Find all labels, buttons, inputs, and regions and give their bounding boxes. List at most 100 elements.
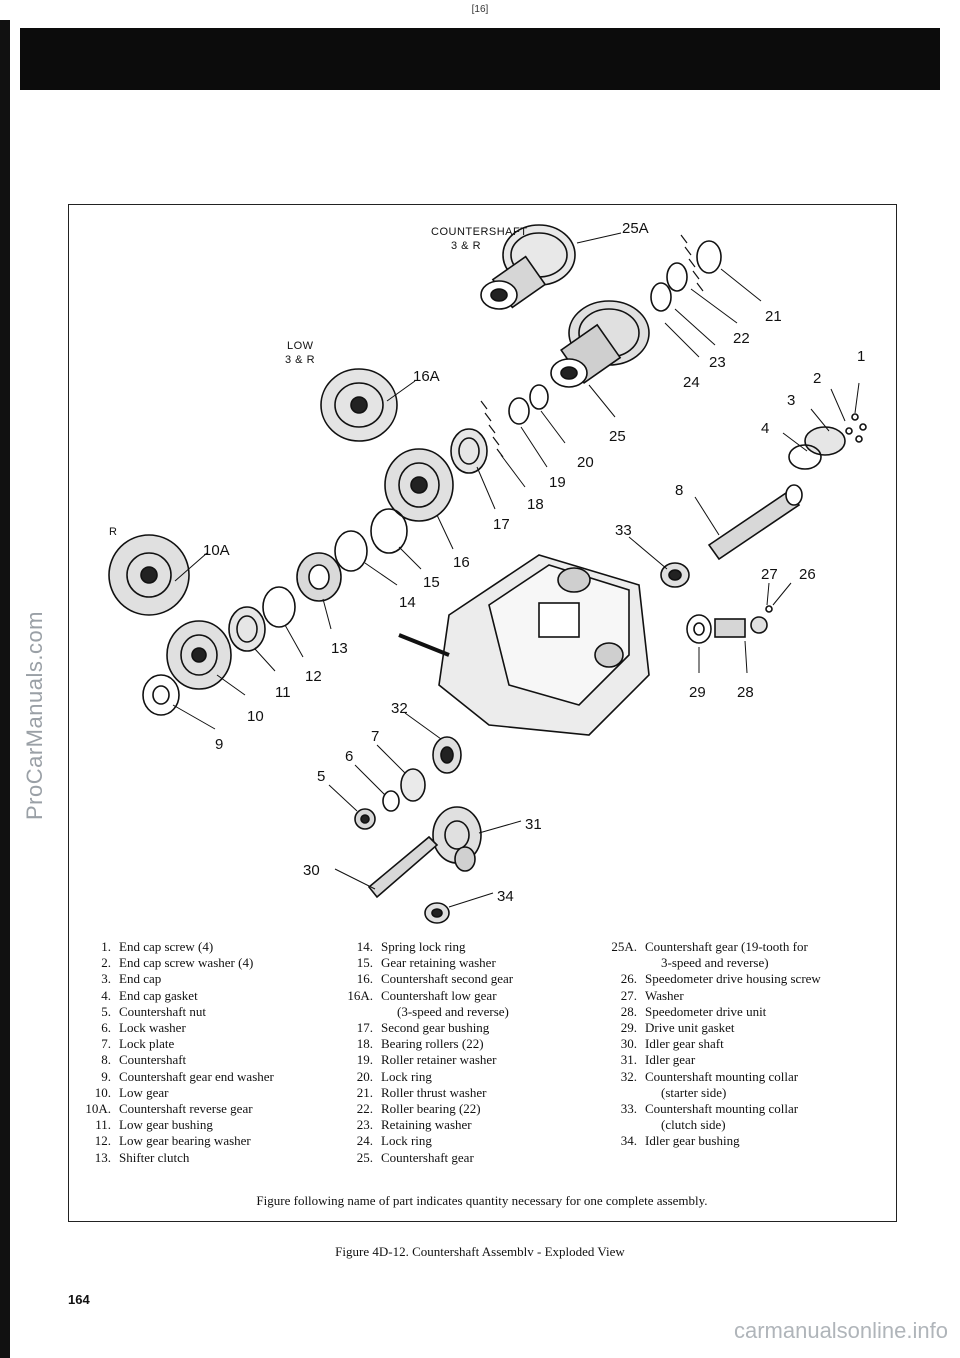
legend-item: 11.Low gear bushing xyxy=(79,1117,349,1133)
legend-item-text: End cap screw (4) xyxy=(119,939,214,954)
legend-item-text: Second gear bushing xyxy=(381,1020,490,1036)
gear-25-drawing xyxy=(550,300,650,388)
idler-gear-drawing xyxy=(432,806,482,872)
legend-item-continuation: (starter side) xyxy=(661,1084,727,1100)
callout-28: 28 xyxy=(737,684,754,701)
legend-item-number: 15. xyxy=(356,955,373,971)
callout-22: 22 xyxy=(733,330,750,347)
legend-item-number: 31. xyxy=(620,1052,637,1068)
low-group-sublabel: 3 & R xyxy=(285,354,315,366)
legend-item-number: 21. xyxy=(356,1084,373,1100)
legend-item: 20.Lock ring xyxy=(341,1069,611,1085)
legend-item: 27.Washer xyxy=(605,988,905,1004)
legend-item: 33. Countershaft mounting collar xyxy=(605,1101,905,1117)
legend-item: 7.Lock plate xyxy=(79,1036,349,1052)
legend-item-text: Countershaft gear end washer xyxy=(119,1068,274,1084)
page-tag: [16] xyxy=(471,4,489,15)
legend-item-text: Countershaft mounting collar xyxy=(645,1068,799,1084)
legend-item-number: 5. xyxy=(101,1003,111,1019)
callout-16: 16 xyxy=(453,554,470,571)
legend-item-number: 25A. xyxy=(611,939,637,954)
legend-item-text: End cap screw washer (4) xyxy=(119,955,254,971)
legend-item: 29.Drive unit gasket xyxy=(605,1020,905,1036)
legend-item-text: Low gear xyxy=(119,1084,169,1100)
legend-item-text: Countershaft second gear xyxy=(381,971,514,987)
legend-item: 1. End cap screw (4) xyxy=(79,939,349,955)
callout-23: 23 xyxy=(709,354,726,371)
legend-item-continuation: (clutch side) xyxy=(661,1117,726,1133)
legend-item: 8.Countershaft xyxy=(79,1052,349,1068)
shifter-clutch-drawing xyxy=(296,552,342,602)
legend-item: 10A.Countershaft reverse gear xyxy=(79,1101,349,1117)
legend-item: 18.Bearing rollers (22) xyxy=(341,1036,611,1052)
callout-6: 6 xyxy=(345,748,353,765)
callout-15: 15 xyxy=(423,574,440,591)
callout-26: 26 xyxy=(799,566,816,583)
callout-20: 20 xyxy=(577,454,594,471)
legend-item: 24.Lock ring xyxy=(341,1133,611,1149)
gear-16-drawing xyxy=(384,448,454,522)
legend-item-text: Idler gear shaft xyxy=(645,1036,724,1052)
r-group-label: R xyxy=(109,526,117,538)
legend-item-text: Shifter clutch xyxy=(119,1149,190,1165)
bottom-watermark: carmanualsonline.info xyxy=(733,1318,948,1343)
legend-item-number: 33. xyxy=(620,1101,637,1117)
callout-14: 14 xyxy=(399,594,416,611)
callout-2: 2 xyxy=(813,370,821,387)
callout-10: 10 xyxy=(247,708,264,725)
gear-10a-drawing xyxy=(108,534,190,616)
legend-item: 21.Roller thrust washer xyxy=(341,1085,611,1101)
legend-item-number: 17. xyxy=(356,1020,373,1036)
callout-24: 24 xyxy=(683,374,700,391)
legend-item-text: Idler gear xyxy=(645,1052,696,1068)
legend-item-number: 11. xyxy=(95,1117,111,1133)
callout-11: 11 xyxy=(275,684,291,701)
legend-item-number: 32. xyxy=(620,1068,637,1084)
legend-item: 15.Gear retaining washer xyxy=(341,955,611,971)
legend-item-number: 1. xyxy=(101,939,111,954)
legend-item: 2. End cap screw washer (4) xyxy=(79,955,349,971)
legend-item-text: Countershaft nut xyxy=(119,1003,207,1019)
left-edge-rule xyxy=(0,20,10,1358)
legend-item-number: 24. xyxy=(356,1133,373,1149)
callout-21: 21 xyxy=(765,308,782,325)
legend-item-number: 2. xyxy=(101,955,111,971)
callout-4: 4 xyxy=(761,420,769,437)
legend-item: 16. Countershaft second gear xyxy=(341,971,611,987)
legend-item-text: Roller bearing (22) xyxy=(381,1101,481,1117)
legend-item-text: Countershaft xyxy=(119,1052,187,1068)
legend-item: 13.Shifter clutch xyxy=(79,1150,349,1166)
legend-item-number: 25. xyxy=(356,1149,373,1165)
left-watermark: ProCarManuals.com xyxy=(22,610,47,820)
legend-item-text: Countershaft reverse gear xyxy=(119,1101,253,1117)
callout-27: 27 xyxy=(761,566,778,583)
legend-item: 17. Second gear bushing xyxy=(341,1020,611,1036)
legend-item-text: Drive unit gasket xyxy=(645,1020,735,1036)
legend-item-number: 16. xyxy=(356,971,373,987)
legend-item-text: Countershaft mounting collar xyxy=(645,1101,799,1117)
low-group-label: LOW xyxy=(287,340,314,352)
legend-item-text: Lock ring xyxy=(381,1068,432,1084)
transmission-case-drawing xyxy=(438,554,650,736)
legend-item: 25A.Countershaft gear (19-tooth for xyxy=(605,939,905,955)
legend-item: 31. Idler gear xyxy=(605,1052,905,1068)
callout-34: 34 xyxy=(497,888,514,905)
exploded-view-diagram: COUNTERSHAFT 3 & R LOW 3 & R R 25A 21 22… xyxy=(108,220,867,924)
legend-item: 3.End cap xyxy=(79,971,349,987)
legend-item-number: 3. xyxy=(101,971,111,987)
callout-17: 17 xyxy=(493,516,510,533)
header-band xyxy=(20,28,940,90)
legend-item-number: 19. xyxy=(356,1052,373,1068)
countershaft-drawing xyxy=(707,484,803,561)
callout-25a: 25A xyxy=(622,220,649,237)
legend-item-text: Low gear bearing washer xyxy=(119,1133,251,1149)
legend-item-number: 14. xyxy=(356,939,373,954)
callout-25: 25 xyxy=(609,428,626,445)
callout-31: 31 xyxy=(525,816,542,833)
legend-item: 23.Retaining washer xyxy=(341,1117,611,1133)
callout-12: 12 xyxy=(305,668,322,685)
legend-item-number: 23. xyxy=(356,1117,373,1133)
legend-item: 22.Roller bearing (22) xyxy=(341,1101,611,1117)
callout-10a: 10A xyxy=(203,542,230,559)
